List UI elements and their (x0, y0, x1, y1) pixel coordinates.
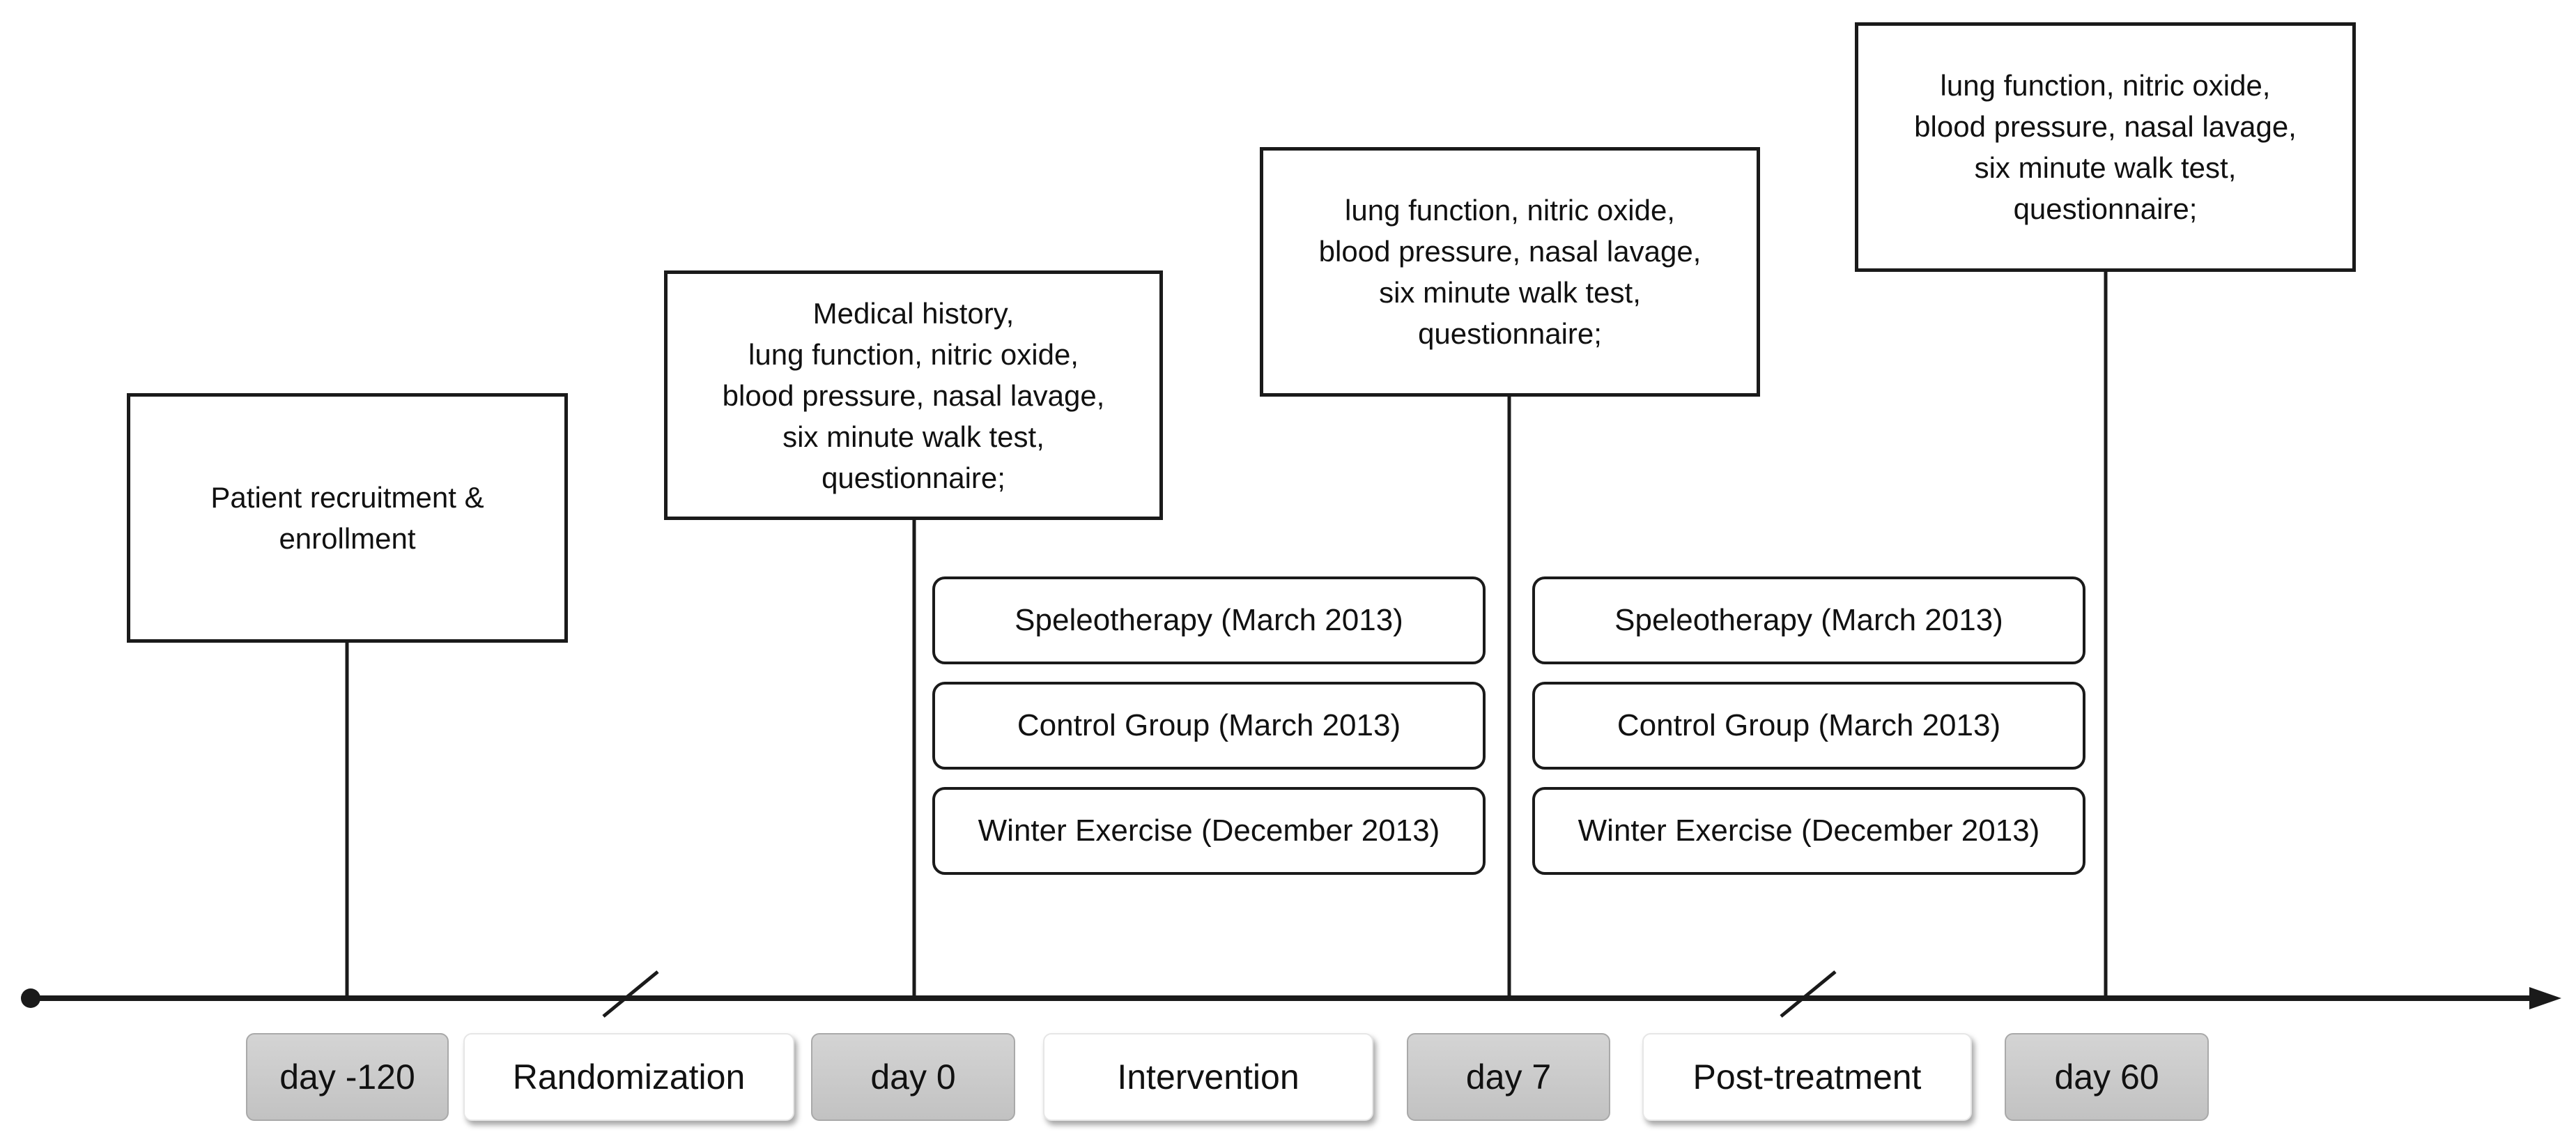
timeline-phase-intervention: Intervention (1043, 1033, 1373, 1121)
post-treatment-group-speleotherapy: Speleotherapy (March 2013) (1532, 576, 2085, 664)
timeline-phase-randomization: Randomization (463, 1033, 794, 1121)
axis-break-mark-1 (602, 970, 659, 1018)
timeline-day-7: day 7 (1407, 1033, 1610, 1121)
timeline-phase-post-treatment: Post-treatment (1642, 1033, 1972, 1121)
timeline-day-60: day 60 (2005, 1033, 2209, 1121)
axis-break-mark-2 (1780, 970, 1837, 1018)
baseline-assessment-text: Medical history, lung function, nitric o… (722, 296, 1105, 494)
post-treatment-group-control: Control Group (March 2013) (1532, 682, 2085, 770)
baseline-assessment-box: Medical history, lung function, nitric o… (664, 270, 1163, 520)
day7-assessment-text: lung function, nitric oxide, blood press… (1318, 194, 1702, 350)
recruitment-text: Patient recruitment & enrollment (210, 481, 484, 555)
post-treatment-group-winter-exercise: Winter Exercise (December 2013) (1532, 787, 2085, 875)
intervention-group-winter-exercise: Winter Exercise (December 2013) (932, 787, 1486, 875)
day60-assessment-box: lung function, nitric oxide, blood press… (1855, 22, 2356, 272)
day7-assessment-box: lung function, nitric oxide, blood press… (1260, 147, 1760, 397)
intervention-group-control: Control Group (March 2013) (932, 682, 1486, 770)
timeline-day-0: day 0 (811, 1033, 1015, 1121)
time-axis-arrowhead (2529, 987, 2561, 1009)
recruitment-box: Patient recruitment & enrollment (127, 393, 568, 643)
day60-assessment-text: lung function, nitric oxide, blood press… (1914, 69, 2297, 225)
timeline-day-minus-120: day -120 (246, 1033, 449, 1121)
time-axis-start-dot (21, 988, 40, 1008)
intervention-group-speleotherapy: Speleotherapy (March 2013) (932, 576, 1486, 664)
